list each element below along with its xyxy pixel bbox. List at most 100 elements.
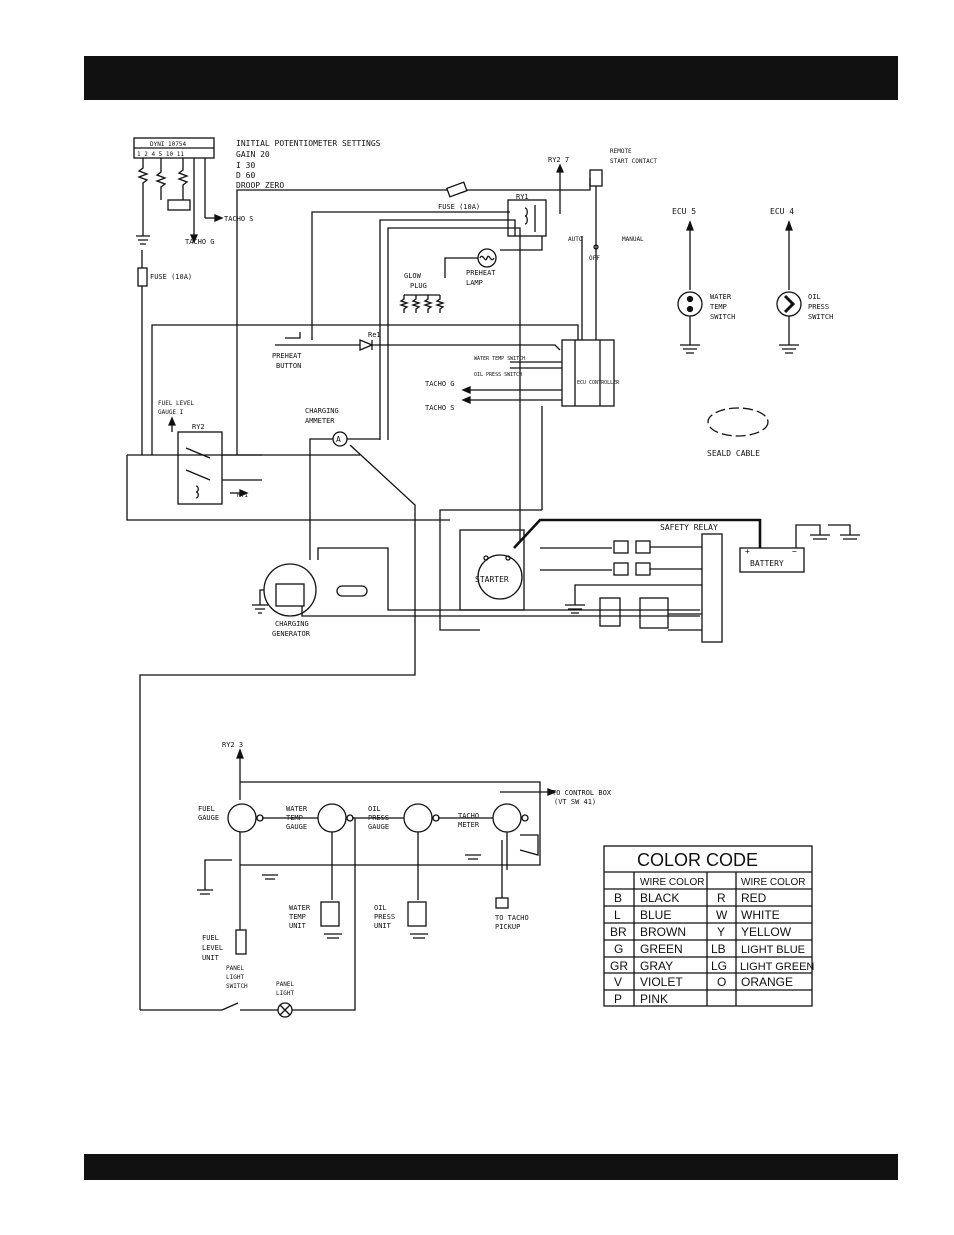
- remote-label: REMOTE: [610, 148, 632, 155]
- color-code-name: PINK: [640, 992, 668, 1006]
- color-code-abbr: V: [614, 975, 622, 989]
- oil-press-unit-label-2: PRESS: [374, 913, 395, 921]
- glow-label: GLOW: [404, 272, 422, 280]
- ry1-relay: [507, 199, 547, 237]
- pot-setting-gain: GAIN 20: [236, 150, 270, 159]
- color-code-name: RED: [741, 891, 767, 905]
- oil-press-unit-label-1: OIL: [374, 904, 387, 912]
- charging-ammeter-label-1: CHARGING: [305, 407, 339, 415]
- color-code-name: ORANGE: [741, 975, 793, 989]
- ry2-7-label: RY2 7: [548, 156, 569, 164]
- oil-press-unit: [407, 901, 427, 927]
- manual-label: MANUAL: [622, 236, 644, 243]
- fuse-left-label: FUSE (10A): [150, 273, 192, 281]
- ecu-controller-label: ECU CONTROLLER: [577, 380, 620, 386]
- battery-label: BATTERY: [750, 559, 784, 568]
- water-temp-gauge: [317, 803, 347, 833]
- remote-start-contact: [589, 169, 603, 187]
- tacho-g-top-label: TACHO G: [185, 238, 215, 246]
- ry1-ref-label: RY1: [237, 492, 248, 499]
- charging-ammeter-label-2: AMMETER: [305, 417, 335, 425]
- color-code-table: [603, 845, 813, 1007]
- color-code-name: VIOLET: [640, 975, 683, 989]
- fuel-gauge: [227, 803, 257, 833]
- connector: [336, 585, 368, 597]
- panel-light-label-1: PANEL: [276, 981, 294, 988]
- to-tacho-pickup-label-1: TO TACHO: [495, 914, 529, 922]
- panel-light-switch-label-3: SWITCH: [226, 983, 248, 990]
- fuse-top-label: FUSE (10A): [438, 203, 480, 211]
- color-code-name: WHITE: [741, 908, 780, 922]
- oil-press-gauge-label-3: GAUGE: [368, 823, 389, 831]
- color-code-abbr: Y: [717, 925, 725, 939]
- pot-setting-i: I 30: [236, 161, 255, 170]
- ry1-label: RY1: [516, 193, 529, 201]
- water-temp-gauge-label-1: WATER: [286, 805, 308, 813]
- color-code-abbr: G: [614, 942, 623, 956]
- color-code-name: BLUE: [640, 908, 671, 922]
- water-temp-gauge-label-3: GAUGE: [286, 823, 307, 831]
- preheat-button-label-1: PREHEAT: [272, 352, 302, 360]
- plug-label: PLUG: [410, 282, 427, 290]
- governor-terminals: 1 2 4 5 10 11: [137, 151, 184, 158]
- preheat-lamp-label-2: LAMP: [466, 279, 483, 287]
- pot-settings-title: INITIAL POTENTIOMETER SETTINGS: [236, 139, 381, 148]
- color-code-name: GRAY: [640, 959, 673, 973]
- oil-press-gauge: [403, 803, 433, 833]
- tacho-pickup-connector: [495, 897, 509, 909]
- ry2-label: RY2: [192, 423, 205, 431]
- tacho-s-top-label: TACHO S: [224, 215, 254, 223]
- oil-press-switch-label-1: OIL: [808, 293, 821, 301]
- fuel-gauge-label-2: GAUGE: [198, 814, 219, 822]
- tacho-meter-label-1: TACHO: [458, 812, 479, 820]
- pot-setting-d: D 60: [236, 171, 255, 180]
- water-temp-gauge-label-2: TEMP: [286, 814, 303, 822]
- governor-module: DYNI 10754 1 2 4 5 10 11: [133, 137, 224, 245]
- tacho-meter-label-2: METER: [458, 821, 480, 829]
- safety-relay: [701, 533, 723, 643]
- color-code-abbr: P: [614, 992, 622, 1006]
- color-code-title: COLOR CODE: [637, 850, 758, 870]
- fuse-top: [445, 181, 468, 198]
- starter-motor: [477, 554, 523, 600]
- panel-light-switch-label-1: PANEL: [226, 965, 244, 972]
- color-code-abbr: R: [717, 891, 726, 905]
- re1-label: Re1: [368, 331, 381, 339]
- fuel-gauge-label-1: FUEL: [198, 805, 215, 813]
- tacho-meter: [492, 803, 522, 833]
- oil-press-switch-label-2: PRESS: [808, 303, 829, 311]
- color-code-header-right: WIRE COLOR: [741, 877, 805, 888]
- starter-label: STARTER: [475, 575, 509, 584]
- ecu4-label: ECU 4: [770, 207, 794, 216]
- water-temp-switch-small-label: WATER TEMP SWITCH: [474, 356, 525, 362]
- start-contact-label: START CONTACT: [610, 158, 657, 165]
- fuel-level-gauge-label-1: FUEL LEVEL: [158, 400, 195, 407]
- color-code-abbr: GR: [610, 959, 628, 973]
- svg-text:A: A: [336, 435, 341, 444]
- color-code-header-left: WIRE COLOR: [640, 877, 704, 888]
- fuel-level-gauge-label-2: GAUGE I: [158, 409, 184, 416]
- pot-setting-droop: DROOP ZERO: [236, 181, 284, 190]
- footer-bar: [84, 1154, 898, 1180]
- to-tacho-pickup-label-2: PICKUP: [495, 923, 520, 931]
- panel-light-switch-label-2: LIGHT: [226, 974, 244, 981]
- color-code-abbr: LG: [711, 959, 727, 973]
- glow-plugs: [398, 294, 446, 313]
- color-code-abbr: BR: [610, 925, 627, 939]
- fuse-left: [137, 267, 148, 287]
- color-code-name: BLACK: [640, 891, 679, 905]
- panel-light-switch: [221, 1002, 239, 1011]
- tacho-s-mid-label: TACHO S: [425, 404, 455, 412]
- preheat-lamp-label-1: PREHEAT: [466, 269, 496, 277]
- color-code-name: YELLOW: [741, 925, 792, 939]
- auto-label: AUTO: [568, 236, 583, 243]
- charging-generator-label-2: GENERATOR: [272, 630, 311, 638]
- color-code-name: LIGHT GREEN: [740, 961, 814, 973]
- ecu-controller: [561, 339, 615, 407]
- color-code-name: GREEN: [640, 942, 683, 956]
- color-code-abbr: B: [614, 891, 622, 905]
- oil-press-gauge-label-2: PRESS: [368, 814, 389, 822]
- color-code-abbr: O: [717, 975, 726, 989]
- oil-press-unit-label-3: UNIT: [374, 922, 392, 930]
